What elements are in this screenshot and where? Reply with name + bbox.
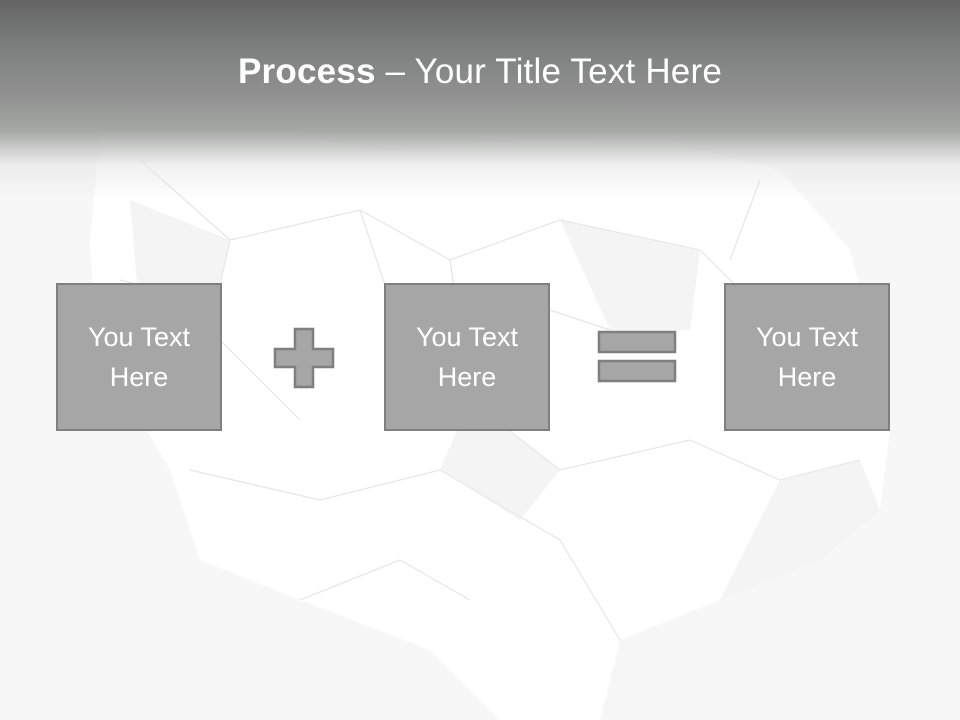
process-box-3-label: You Text Here <box>755 322 859 392</box>
title-rest: – Your Title Text Here <box>375 52 722 91</box>
process-box-2-label: You Text Here <box>415 322 519 392</box>
title-band <box>0 0 960 200</box>
equals-icon <box>597 330 677 383</box>
plus-icon <box>273 327 335 389</box>
process-box-3[interactable]: You Text Here <box>724 283 890 431</box>
process-box-2[interactable]: You Text Here <box>384 283 550 431</box>
process-box-1-label: You Text Here <box>87 322 191 392</box>
title-bold: Process <box>238 52 376 91</box>
slide-title: Process – Your Title Text Here <box>0 52 960 92</box>
process-box-1[interactable]: You Text Here <box>56 283 222 431</box>
